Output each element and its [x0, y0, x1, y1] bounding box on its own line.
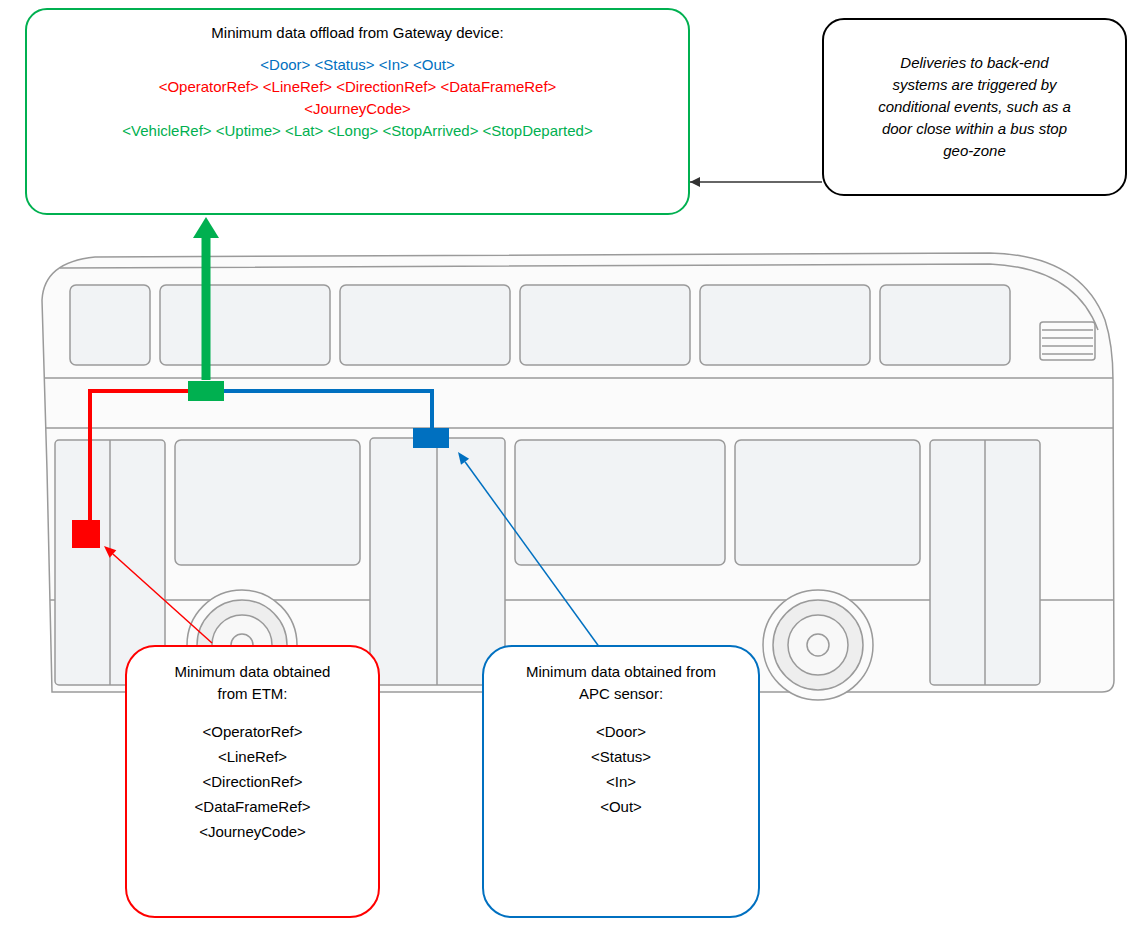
field-name: <Door> <Status> <In> <Out> [260, 54, 454, 76]
apc-leader [465, 462, 600, 648]
field-name: <VehicleRef> <Uptime> <Lat> <Long> <Stop… [122, 120, 592, 142]
box-heading: Minimum data offload from Gateway device… [211, 22, 503, 44]
apc-data-box: Minimum data obtained from APC sensor: <D… [482, 645, 760, 918]
door-split [436, 438, 438, 685]
etm-wire [90, 391, 188, 520]
etm-leader-head [104, 546, 116, 558]
offload-arrow-shaft [202, 236, 211, 380]
field-name: <DataFrameRef> [195, 794, 311, 819]
wheel-rim [788, 615, 848, 675]
field-name: <JourneyCode> [199, 819, 306, 844]
rear-door [930, 440, 1040, 685]
middle-door [370, 438, 505, 685]
offload-arrow-head [193, 217, 219, 238]
gateway-data-box: Minimum data offload from Gateway device… [25, 8, 690, 215]
box-heading: Deliveries to back-end systems are trigg… [875, 52, 1075, 162]
upper-window [70, 285, 150, 365]
lower-window [735, 440, 920, 565]
box-heading: Minimum data obtained from APC sensor: [521, 661, 721, 705]
field-name: <Status> [591, 744, 651, 769]
deck-line [46, 427, 1113, 429]
wheel [773, 600, 863, 690]
upper-window [340, 285, 510, 365]
field-name: <DirectionRef> [202, 769, 302, 794]
lower-window [175, 440, 360, 565]
wheel-hub [807, 634, 829, 656]
field-name: <Out> [600, 794, 642, 819]
door-split [984, 440, 986, 685]
upper-window [880, 285, 1010, 365]
etm-leader [113, 554, 212, 643]
wheel-arch [763, 590, 873, 700]
etm-data-box: Minimum data obtained from ETM: <Operator… [125, 645, 380, 918]
upper-window [700, 285, 870, 365]
field-name: <OperatorRef> <LineRef> <DirectionRef> <… [133, 76, 583, 120]
upper-window [520, 285, 690, 365]
field-name: <OperatorRef> [202, 719, 302, 744]
rear-grille [1040, 322, 1095, 360]
apc-leader-head [458, 452, 469, 465]
field-name: <Door> [596, 719, 646, 744]
box-heading: Minimum data obtained from ETM: [165, 661, 340, 705]
door-split [109, 440, 111, 685]
grille-slats [1042, 330, 1093, 354]
upper-window [160, 285, 330, 365]
gateway-device [188, 381, 224, 401]
connector-group [690, 182, 822, 183]
field-name: <LineRef> [218, 744, 287, 769]
apc-sensor [413, 428, 449, 448]
callout-arrow [690, 181, 822, 183]
lower-window [515, 440, 725, 565]
note-callout: Deliveries to back-end systems are trigg… [822, 18, 1127, 196]
apc-wire [224, 391, 432, 428]
field-name: <In> [606, 769, 636, 794]
etm-device [72, 520, 100, 548]
